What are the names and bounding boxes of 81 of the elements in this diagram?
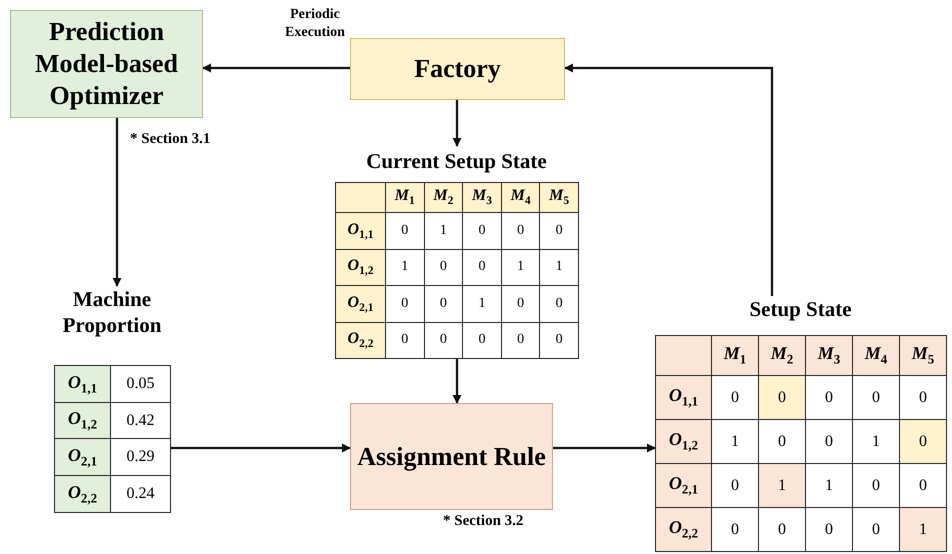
table-title: Current Setup State — [365, 148, 548, 174]
value-cell: 1 — [900, 508, 946, 552]
value-cell: 0 — [540, 286, 578, 322]
value-cell: 0.42 — [110, 402, 170, 439]
value-cell: 0 — [852, 464, 900, 508]
header-cell: O$_{2,2}$ — [656, 508, 712, 552]
header-cell: M$_{4}$ — [501, 182, 540, 212]
process-box: Assignment Rule — [350, 403, 553, 510]
arrow — [112, 118, 122, 287]
value-cell: 0 — [462, 249, 502, 286]
header-cell: O$_{2,2}$ — [54, 476, 110, 512]
value-cell: 1 — [540, 249, 578, 286]
header-cell: O$_{1,1}$ — [656, 376, 712, 420]
section-note: * Section 3.1 — [130, 131, 210, 148]
value-cell: 0 — [900, 464, 946, 508]
value-cell: 1 — [758, 464, 806, 508]
arrow — [202, 64, 350, 72]
value-cell: 0 — [540, 212, 578, 249]
value-cell: 0 — [424, 249, 463, 286]
value-cell: 0 — [424, 322, 463, 358]
value-cell: 0 — [852, 508, 900, 552]
value-cell: 0.24 — [110, 476, 170, 512]
value-cell: 1 — [462, 286, 502, 322]
value-cell: 0 — [540, 322, 578, 358]
value-cell: 1 — [424, 212, 463, 249]
value-cell: 0 — [386, 212, 424, 249]
value-cell: 0 — [758, 508, 806, 552]
value-cell: 0 — [501, 286, 540, 322]
value-cell: 0 — [806, 376, 852, 420]
header-cell: O$_{2,2}$ — [336, 322, 386, 358]
header-cell: O$_{2,1}$ — [336, 286, 386, 322]
value-cell: 0 — [712, 508, 758, 552]
process-box: Factory — [350, 38, 565, 100]
value-cell: 1 — [852, 420, 900, 464]
arrow — [170, 444, 351, 452]
process-box: Prediction Model-based Optimizer — [10, 10, 203, 118]
value-cell: 1 — [806, 464, 852, 508]
value-cell: 0 — [462, 212, 502, 249]
table-title: Setup State — [748, 296, 853, 322]
value-cell: 0.05 — [110, 366, 170, 402]
value-cell: 1 — [501, 249, 540, 286]
value-cell: 0 — [501, 212, 540, 249]
value-cell: 0 — [900, 376, 946, 420]
value-cell: 1 — [386, 249, 424, 286]
header-cell: M$_{3}$ — [806, 336, 852, 376]
value-cell: 0 — [712, 464, 758, 508]
header-cell: M$_{2}$ — [758, 336, 806, 376]
header-cell: O$_{1,2}$ — [336, 249, 386, 286]
value-cell: 0.29 — [110, 438, 170, 476]
value-cell: 1 — [712, 420, 758, 464]
header-cell: O$_{1,1}$ — [54, 366, 110, 402]
arrow — [553, 444, 656, 452]
value-cell: 0 — [758, 376, 806, 420]
value-cell: 0 — [758, 420, 806, 464]
header-cell: O$_{1,2}$ — [54, 402, 110, 439]
header-cell: M$_{5}$ — [540, 182, 578, 212]
arrow — [564, 64, 774, 296]
value-cell: 0 — [900, 420, 946, 464]
header-cell: M$_{2}$ — [424, 182, 463, 212]
header-cell: O$_{2,1}$ — [54, 438, 110, 476]
header-cell: M$_{5}$ — [900, 336, 946, 376]
value-cell: 0 — [806, 508, 852, 552]
header-cell: O$_{2,1}$ — [656, 464, 712, 508]
value-cell: 0 — [424, 286, 463, 322]
value-cell: 0 — [852, 376, 900, 420]
value-cell: 0 — [806, 420, 852, 464]
header-cell: M$_{3}$ — [462, 182, 502, 212]
section-note: * Section 3.2 — [443, 513, 524, 530]
header-cell: M$_{1}$ — [712, 336, 758, 376]
value-cell: 0 — [386, 322, 424, 358]
value-cell: 0 — [712, 376, 758, 420]
header-cell: O$_{1,2}$ — [656, 420, 712, 464]
header-cell: M$_{4}$ — [852, 336, 900, 376]
table-title: Machine Proportion — [62, 286, 162, 338]
header-cell: M$_{1}$ — [386, 182, 424, 212]
header-cell: O$_{1,1}$ — [336, 212, 386, 249]
value-cell: 0 — [386, 286, 424, 322]
value-cell: 0 — [462, 322, 502, 358]
arrow — [452, 100, 462, 147]
value-cell: 0 — [501, 322, 540, 358]
arrow — [452, 358, 462, 404]
